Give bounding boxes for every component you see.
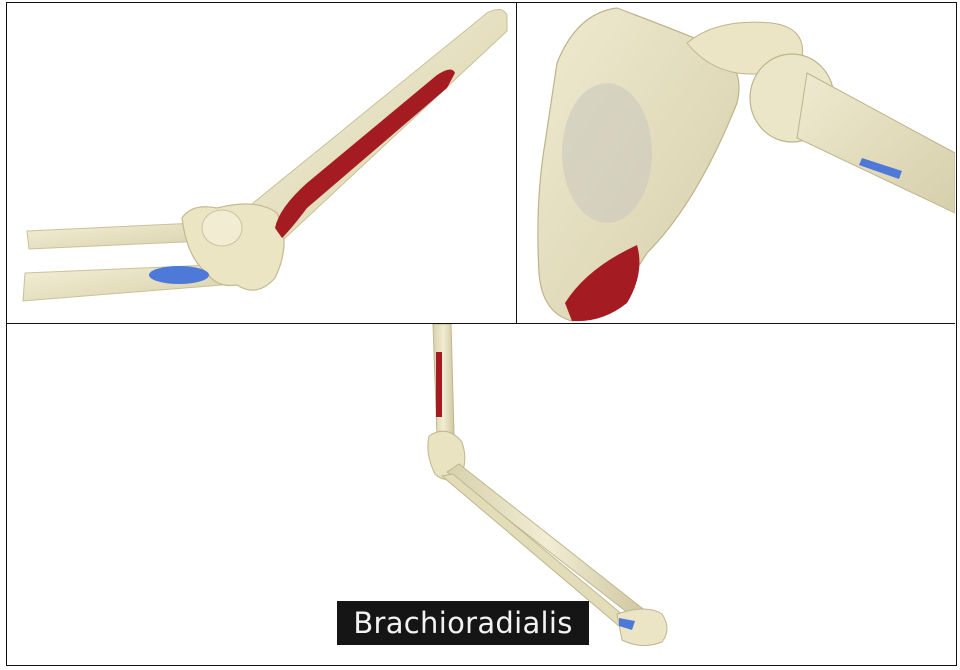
full-arm-panel: Brachioradialis — [7, 324, 955, 664]
humerus-shaft — [797, 73, 955, 213]
elbow-bone-illustration — [7, 3, 517, 324]
ulna-bone — [27, 223, 205, 249]
elbow-panel — [7, 3, 517, 324]
origin-red-mark — [436, 352, 442, 417]
scapula-bone-illustration — [517, 3, 955, 324]
humeral-condyle — [202, 210, 242, 246]
scapula-shadow — [562, 83, 652, 223]
scapula-panel — [517, 3, 955, 324]
muscle-name-caption: Brachioradialis — [337, 601, 589, 645]
insertion-blue-mark — [149, 266, 209, 284]
ulna — [447, 464, 647, 620]
figure-frame: Brachioradialis — [6, 2, 957, 666]
origin-red-mark — [275, 69, 455, 238]
